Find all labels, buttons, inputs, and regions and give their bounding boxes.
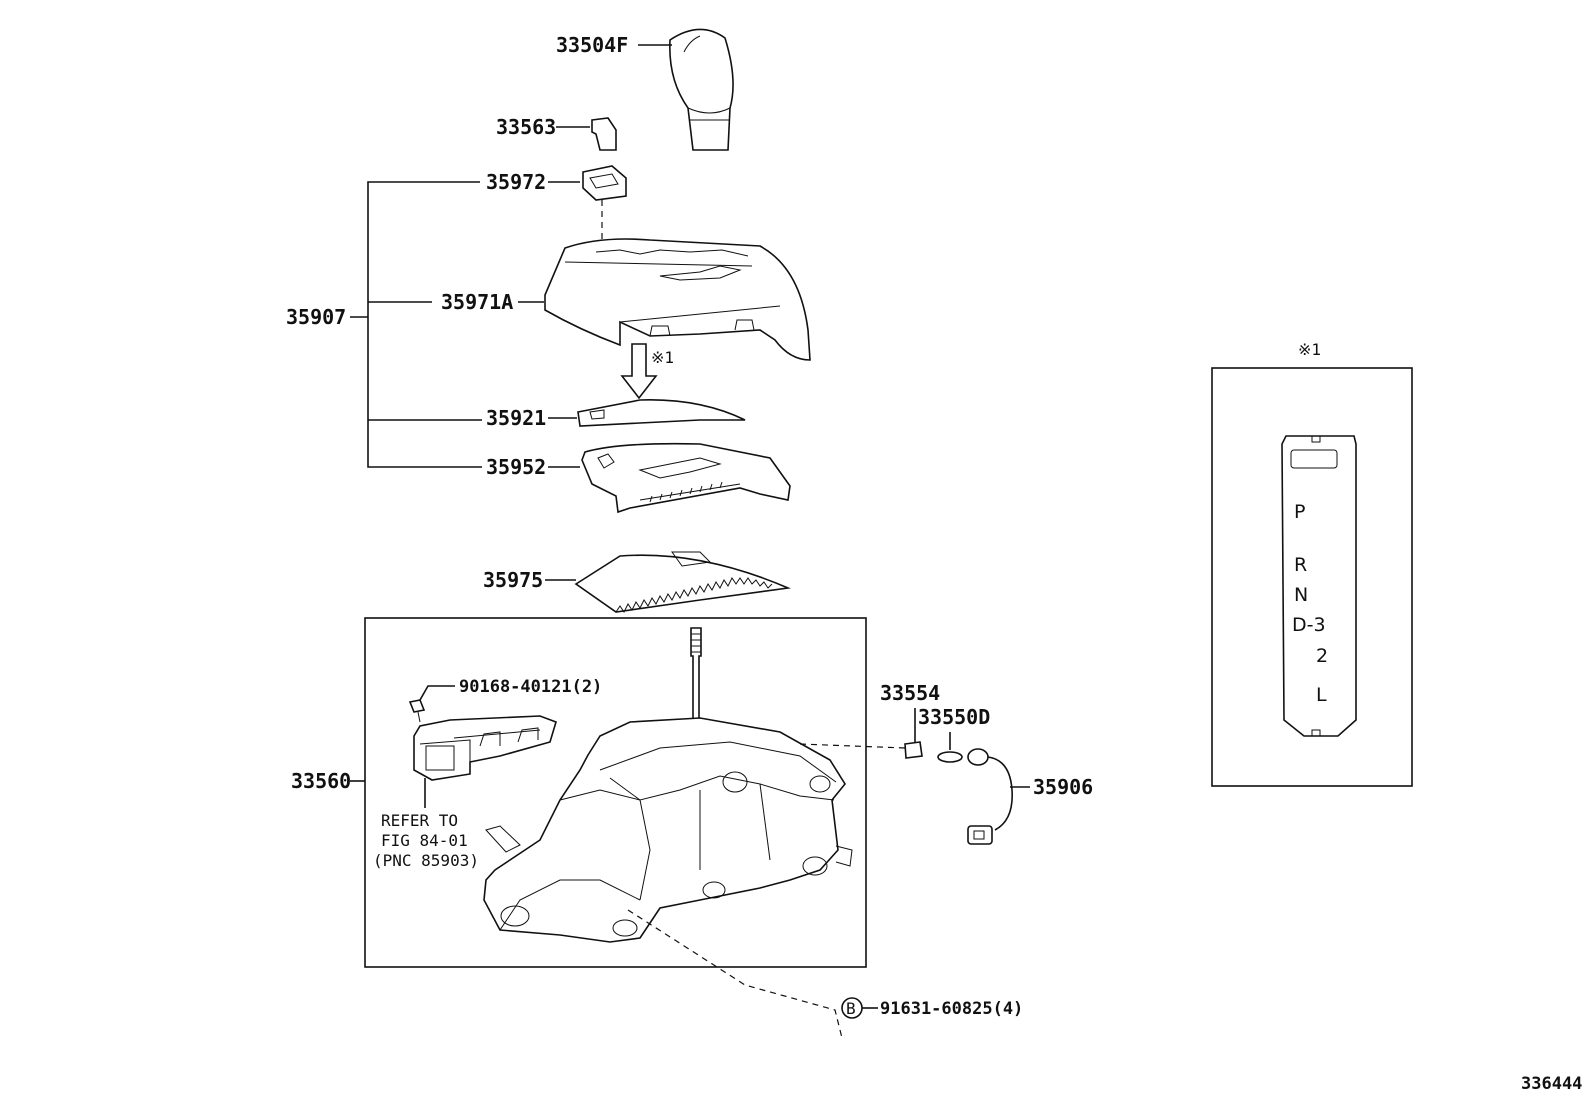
label-33550D: 33550D [918,705,990,729]
label-35972: 35972 [486,170,546,194]
label-91631-60825: 91631-60825(4) [880,999,1023,1019]
label-90168-40121: 90168-40121(2) [459,677,602,697]
lever-base-illustration [483,717,853,943]
clip-33554-illustration [904,741,923,759]
direction-arrow [620,343,658,400]
gear-2: 2 [1316,645,1328,667]
assembly-box-33560 [364,617,867,968]
label-35906: 35906 [1033,775,1093,799]
label-33560: 33560 [291,769,351,793]
housing-35971A-illustration [544,238,811,361]
refer-note-line3: (PNC 85903) [373,851,479,870]
shutter-35975-illustration [574,551,791,613]
gear-d3: D-3 [1292,614,1326,636]
switch-35906-illustration [967,748,1013,845]
label-35921: 35921 [486,406,546,430]
plate-35921-illustration [577,399,746,427]
label-35907: 35907 [286,305,346,329]
label-35971A: 35971A [441,290,513,314]
inset-box [1211,367,1413,787]
group-bracket-35907 [367,181,482,468]
marker-note: ※1 [651,348,674,367]
indicator-plate-illustration [1281,435,1357,737]
seal-33550D-illustration [937,751,963,763]
gear-p: P [1294,501,1305,523]
label-35952: 35952 [486,455,546,479]
refer-note-line2: FIG 84-01 [381,831,468,850]
button-33563-illustration [591,117,617,151]
gear-n: N [1294,584,1308,606]
cover-35972-illustration [582,165,627,201]
label-35975: 35975 [483,568,543,592]
inset-title: ※1 [1298,340,1321,359]
b-marker: B [846,999,856,1018]
gear-r: R [1294,554,1307,576]
label-33504F: 33504F [556,33,628,57]
refer-note-line1: REFER TO [381,811,458,830]
label-33554: 33554 [880,681,940,705]
shift-knob-illustration [669,28,734,151]
bolt-90168-illustration [408,699,426,723]
solenoid-illustration [413,715,557,781]
illustration-number: 336444 [1521,1074,1582,1094]
base-35952-illustration [581,442,791,514]
label-33563: 33563 [496,115,556,139]
gear-l: L [1316,684,1327,706]
